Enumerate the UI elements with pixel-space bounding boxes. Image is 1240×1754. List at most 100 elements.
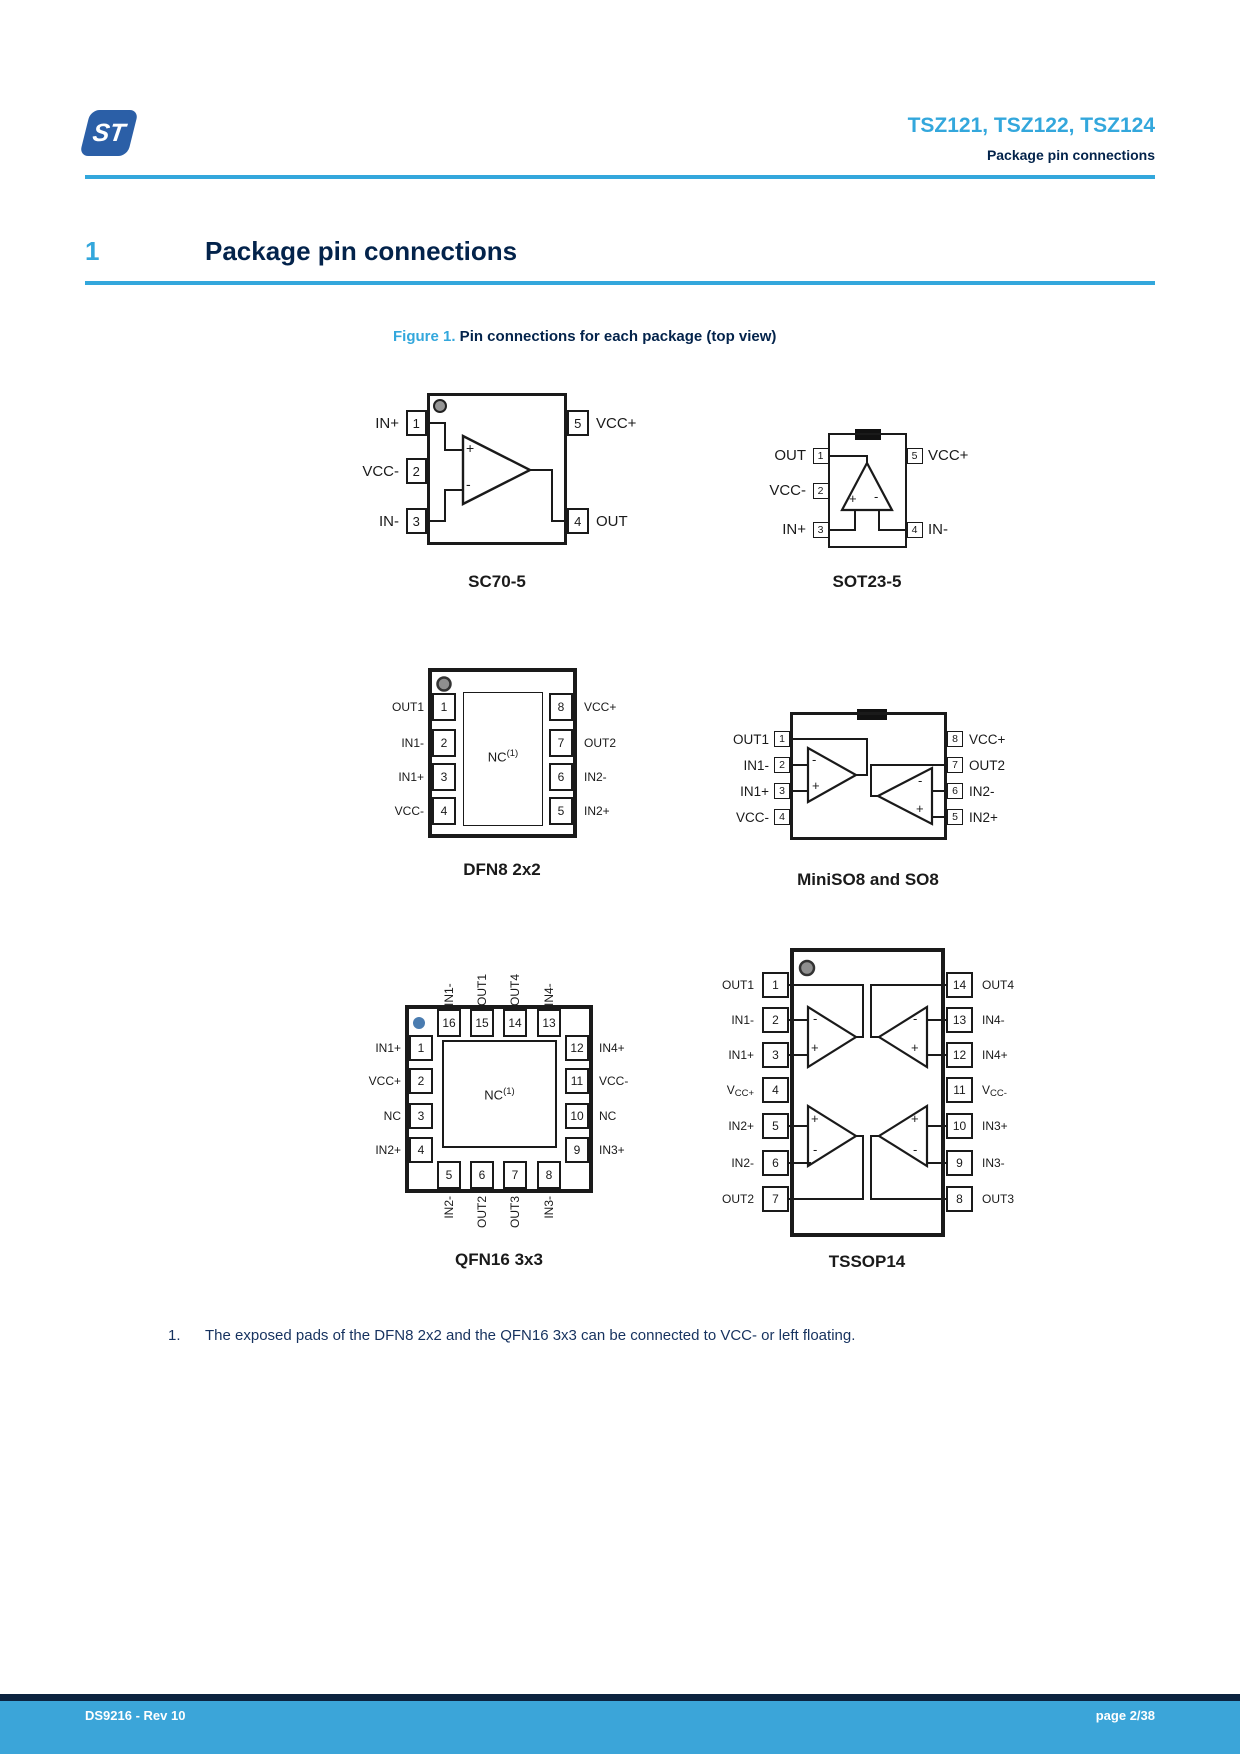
pin-number: 7 [947, 757, 963, 773]
tssop14-body [790, 948, 945, 1237]
pin-number: 8 [549, 693, 573, 721]
pin-number: 3 [432, 763, 456, 791]
pin-number: 14 [503, 1009, 527, 1037]
pin-label: VCC- [769, 481, 806, 499]
pin-number: 2 [405, 458, 427, 484]
opamp-plus-sign: + [911, 1111, 919, 1126]
pin-number: 15 [470, 1009, 494, 1037]
section-rule [85, 281, 1155, 285]
pin-number: 4 [409, 1137, 433, 1163]
pin-number: 5 [947, 809, 963, 825]
pin-number: 2 [762, 1007, 789, 1033]
dfn8-body [428, 668, 577, 838]
no-connect-label: NC(1) [487, 748, 519, 765]
package-name: QFN16 3x3 [455, 1250, 543, 1269]
pin-label: OUT1 [391, 700, 424, 714]
pin-label: IN1- [401, 736, 424, 750]
pin-label: VCC+ [368, 1074, 401, 1088]
pin-label: OUT3 [508, 1196, 522, 1229]
pin-number: 1 [812, 448, 829, 464]
pin-label: OUT1 [475, 973, 489, 1006]
opamp-plus-sign: + [911, 1040, 919, 1055]
pin-label: IN1+ [398, 770, 424, 784]
pin-number: 3 [812, 522, 829, 538]
pin-label: IN1- [731, 1013, 754, 1027]
pin-label: IN1+ [375, 1041, 401, 1055]
pin-label: NC [599, 1109, 617, 1123]
pin-label: OUT2 [969, 757, 1006, 773]
opamp-triangle [806, 1104, 859, 1168]
pin-label: IN2- [584, 770, 607, 784]
pin-label: OUT2 [475, 1196, 489, 1229]
pin-label: IN3+ [599, 1143, 625, 1157]
pin1-marker-dot [436, 676, 452, 692]
pin-label: IN2+ [584, 804, 610, 818]
pin-number: 4 [906, 522, 923, 538]
pin-label: OUT4 [508, 973, 522, 1006]
opamp-triangle [806, 1005, 859, 1069]
opamp-plus-sign: + [849, 491, 857, 506]
pin-label: VCC- [362, 462, 399, 480]
pin-label: OUT1 [732, 731, 769, 747]
pin-label: OUT [596, 512, 628, 530]
opamp-triangle [806, 746, 859, 804]
pin-label: OUT4 [982, 978, 1015, 992]
pin-label: VCC+ [928, 446, 969, 464]
pin-label: IN3- [542, 1196, 556, 1219]
opamp-triangle [461, 434, 533, 506]
opamp-plus-sign: + [812, 778, 820, 793]
pin-number: 7 [503, 1161, 527, 1189]
pin-label: VCC+ [596, 414, 637, 432]
opamp-plus-sign: + [466, 440, 475, 456]
pin-number: 14 [946, 972, 973, 998]
pin-number: 3 [762, 1042, 789, 1068]
pin-label: IN4+ [982, 1048, 1008, 1062]
section-number: 1 [85, 236, 100, 266]
pin-number: 5 [549, 797, 573, 825]
pin-label: IN4+ [599, 1041, 625, 1055]
pin-number: 6 [470, 1161, 494, 1189]
opamp-plus-sign: + [916, 801, 924, 816]
package-name: SOT23-5 [832, 572, 902, 591]
document-title: TSZ121, TSZ122, TSZ124 [907, 114, 1155, 137]
footnote-text: The exposed pads of the DFN8 2x2 and the… [205, 1327, 856, 1344]
pin1-marker-dot [798, 959, 816, 977]
pin-label: IN2- [969, 783, 995, 799]
no-connect-label: NC(1) [484, 1086, 515, 1103]
section-title: Package pin connections [205, 236, 518, 266]
pin-number: 11 [946, 1077, 973, 1103]
pin-number: 3 [405, 508, 427, 534]
pin-label: IN3+ [982, 1119, 1008, 1133]
pin-number: 3 [774, 783, 790, 799]
pin-label: IN- [379, 512, 399, 530]
pin-label: IN4- [982, 1013, 1005, 1027]
st-logo-shape: ST [79, 110, 139, 156]
opamp-triangle [840, 460, 894, 512]
package-name: SC70-5 [468, 572, 526, 591]
pin-number: 13 [537, 1009, 561, 1037]
pin-number: 7 [762, 1186, 789, 1212]
pin-label: VCC+ [584, 700, 617, 714]
pin-label: IN1- [442, 983, 456, 1006]
pin-number: 1 [762, 972, 789, 998]
opamp-triangle [875, 766, 934, 826]
pin-label: IN2+ [969, 809, 998, 825]
pin-number: 2 [409, 1068, 433, 1094]
qfn16-die-outline [442, 1040, 557, 1148]
pin-label: OUT1 [721, 978, 754, 992]
pin-label: OUT2 [584, 736, 617, 750]
pin-number: 1 [774, 731, 790, 747]
footnote-number: 1. [168, 1327, 181, 1344]
pin-number: 7 [549, 729, 573, 757]
opamp-minus-sign: - [913, 1011, 918, 1026]
opamp-plus-sign: + [811, 1111, 819, 1126]
pin-number: 4 [567, 508, 589, 534]
pin-label: VCC- [394, 804, 424, 818]
pin-number: 12 [946, 1042, 973, 1068]
pin-label: OUT2 [721, 1192, 754, 1206]
pin-number: 4 [432, 797, 456, 825]
pin-number: 5 [906, 448, 923, 464]
pin-number: 5 [762, 1113, 789, 1139]
